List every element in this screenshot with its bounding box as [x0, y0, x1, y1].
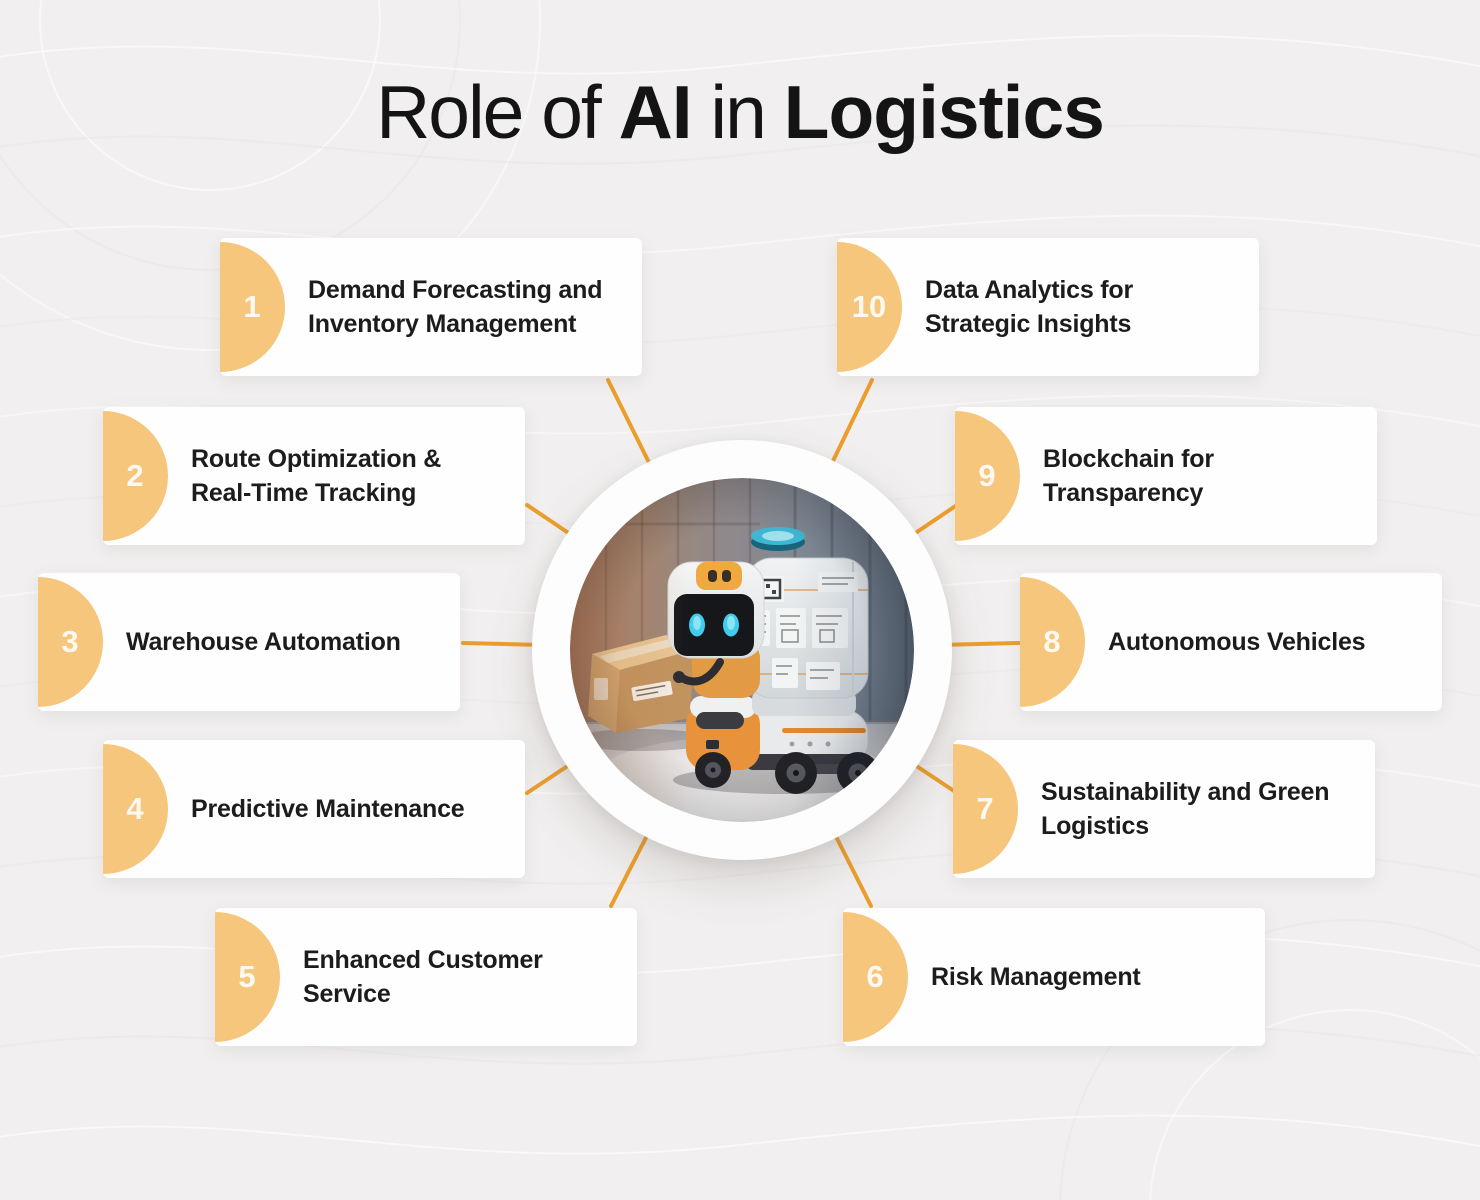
item-label: Autonomous Vehicles	[1108, 628, 1366, 656]
delivery-robot-photo	[570, 478, 914, 822]
item-number: 9	[978, 458, 996, 493]
page-title: Role of AI in Logistics	[0, 70, 1480, 154]
item-label: Demand Forecasting and Inventory Managem…	[308, 276, 603, 338]
item-card-1: 1 Demand Forecasting and Inventory Manag…	[220, 238, 642, 376]
item-label: Sustainability and Green Logistics	[1041, 778, 1330, 840]
item-label: Risk Management	[931, 963, 1141, 991]
item-label: Enhanced Customer Service	[303, 946, 543, 1008]
item-card-5: 5 Enhanced Customer Service	[215, 908, 637, 1046]
item-label: Warehouse Automation	[126, 628, 401, 656]
item-label: Blockchain for Transparency	[1043, 445, 1214, 507]
item-number: 3	[61, 624, 79, 659]
title-bold-ai: AI	[618, 70, 693, 154]
item-label: Data Analytics for Strategic Insights	[925, 276, 1134, 338]
item-number: 8	[1043, 624, 1061, 659]
item-card-10: 10 Data Analytics for Strategic Insights	[837, 238, 1259, 376]
item-card-3: 3 Warehouse Automation	[38, 573, 460, 711]
item-number: 7	[976, 791, 994, 826]
item-number: 5	[238, 959, 256, 994]
item-card-2: 2 Route Optimization & Real-Time Trackin…	[103, 407, 525, 545]
item-card-6: 6 Risk Management	[843, 908, 1265, 1046]
center-image-ring	[532, 440, 952, 860]
item-number: 1	[243, 289, 261, 324]
item-number: 2	[126, 458, 144, 493]
item-number: 10	[851, 289, 887, 324]
item-number: 4	[126, 791, 144, 826]
title-regular-2: in	[691, 70, 784, 154]
item-label: Predictive Maintenance	[191, 795, 465, 823]
title-regular-1: Role of	[376, 70, 619, 154]
item-label: Route Optimization & Real-Time Tracking	[191, 445, 442, 507]
item-card-4: 4 Predictive Maintenance	[103, 740, 525, 878]
item-card-7: 7 Sustainability and Green Logistics	[953, 740, 1375, 878]
item-card-9: 9 Blockchain for Transparency	[955, 407, 1377, 545]
item-card-8: 8 Autonomous Vehicles	[1020, 573, 1442, 711]
title-bold-logistics: Logistics	[783, 70, 1105, 154]
item-number: 6	[866, 959, 884, 994]
